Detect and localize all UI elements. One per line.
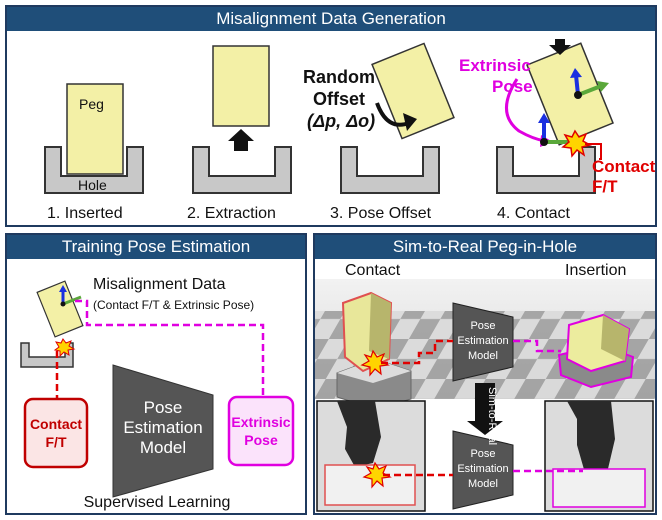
model-label-3: Model	[140, 438, 186, 457]
hole-2	[192, 146, 292, 194]
extrinsic-dashed-link	[75, 299, 265, 397]
sim-to-real-panel: Sim-to-Real Peg-in-Hole Contact Insertio…	[313, 233, 657, 515]
contact-leader-line	[585, 143, 602, 160]
small-frame-x	[62, 295, 82, 306]
press-arrow	[549, 39, 571, 55]
extrinsic-pose-box	[227, 395, 295, 467]
real-model-label-2: Estimation	[457, 463, 508, 475]
misalignment-diagram: Peg Hole Random Offset (Δp, Δo)	[44, 39, 655, 222]
model-label-2: Estimation	[123, 418, 202, 437]
real-pose-model-shape	[452, 430, 514, 510]
step-4-caption: 4. Contact	[497, 205, 570, 222]
frame-origin-2	[574, 91, 582, 99]
insertion-heading: Insertion	[565, 262, 626, 279]
misalignment-panel-title: Misalignment Data Generation	[7, 7, 655, 31]
frame-x-axis-2	[577, 84, 602, 97]
training-panel-title: Training Pose Estimation	[7, 235, 305, 259]
sim-insert-peg-side	[601, 315, 629, 361]
peg-4	[526, 42, 614, 146]
sim-to-real-diagram: Contact Insertion Pose Estimation Model …	[315, 262, 655, 512]
contact-ft-label-2: F/T	[46, 434, 67, 450]
step-3-caption: 3. Pose Offset	[330, 205, 432, 222]
extrinsic-pose-label-2: Pose	[244, 432, 278, 448]
hole-label: Hole	[78, 177, 107, 193]
extraction-arrow	[228, 129, 254, 151]
model-label-1: Pose	[144, 398, 183, 417]
misalignment-data-title: Misalignment Data	[93, 276, 226, 293]
extrinsic-pose-label-1: Extrinsic	[231, 414, 290, 430]
sim-model-label-3: Model	[468, 350, 498, 362]
small-peg	[36, 280, 84, 338]
small-contact-spark-icon	[53, 338, 76, 358]
supervised-learning-label: Supervised Learning	[84, 494, 231, 511]
training-panel: Training Pose Estimation Misalignment Da…	[5, 233, 307, 515]
sim-to-real-label: Sim-to-Real	[486, 387, 498, 445]
offset-arrow-head	[403, 113, 417, 131]
sim-to-real-arrow-shaft	[475, 383, 495, 423]
frame-x-head-2	[597, 81, 609, 92]
random-offset-line3: (Δp, Δo)	[307, 111, 375, 131]
sim-contact-spark-icon	[360, 349, 390, 377]
real-model-label-3: Model	[468, 478, 498, 490]
step-2-caption: 2. Extraction	[187, 205, 276, 222]
contact-ft-box	[23, 397, 89, 469]
random-offset-line2: Offset	[313, 89, 365, 109]
small-frame-y-head	[59, 285, 67, 292]
contact-spark-icon	[561, 129, 592, 158]
extrinsic-pose-curve	[505, 78, 546, 143]
peg-label: Peg	[79, 96, 104, 112]
sim-model-label-1: Pose	[470, 320, 495, 332]
sim-pose-model-shape	[452, 302, 514, 382]
extrinsic-label-1: Extrinsic	[459, 56, 531, 75]
hole-4	[496, 146, 596, 194]
step-1-caption: 1. Inserted	[47, 205, 123, 222]
sim-to-real-arrow-head	[467, 421, 503, 435]
extrinsic-label-2: Pose	[492, 77, 533, 96]
training-diagram: Misalignment Data (Contact F/T & Extrins…	[20, 276, 295, 511]
real-contact-robot	[337, 401, 381, 467]
misalignment-panel: Misalignment Data Generation Peg Hole Ra…	[5, 5, 657, 227]
sim-contact-peg-face	[369, 293, 391, 359]
sim-contact-flow	[381, 339, 453, 365]
peg-1	[66, 83, 124, 175]
contact-ft-label-1: Contact	[30, 416, 82, 432]
sim-model-label-2: Estimation	[457, 335, 508, 347]
frame-y-head-1	[538, 113, 550, 123]
contact-label-2: F/T	[592, 177, 618, 196]
contact-label-1: Contact	[592, 157, 655, 176]
sim-to-real-panel-title: Sim-to-Real Peg-in-Hole	[315, 235, 655, 259]
real-model-label-1: Pose	[470, 448, 495, 460]
real-insert-robot	[567, 401, 615, 473]
real-contact-spark-icon	[362, 461, 392, 489]
sim-pose-flow	[513, 339, 561, 353]
frame-origin-1	[540, 138, 548, 146]
hole-1	[44, 146, 144, 194]
contact-heading: Contact	[345, 262, 401, 279]
hole-3	[340, 146, 440, 194]
frame-y-head-2	[570, 68, 582, 78]
peg-2	[212, 45, 270, 127]
pose-estimation-model-shape	[112, 364, 214, 498]
real-insert-fixture	[552, 468, 646, 508]
random-offset-line1: Random	[303, 67, 375, 87]
misalignment-data-subtitle: (Contact F/T & Extrinsic Pose)	[93, 298, 254, 312]
small-frame-origin	[60, 301, 66, 307]
peg-3	[371, 42, 455, 140]
